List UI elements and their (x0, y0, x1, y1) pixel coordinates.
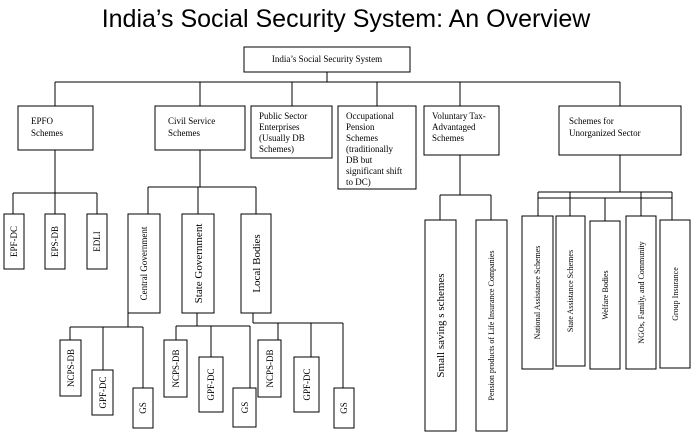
unorganized-label-line-2: Unorganized Sector (569, 128, 641, 138)
civil-item-central-government: Central Government (127, 213, 161, 314)
connector-lines (12, 72, 673, 388)
occupational-label-line-3: Schemes (346, 133, 378, 143)
epfo-label-line-1: EPFO (31, 116, 54, 126)
group-insurance-label: Group Insurance (671, 267, 680, 321)
national-assistance-label: National Assistance Schemes (533, 246, 542, 340)
category-occupational: Occupational Pension Schemes (traditiona… (337, 105, 417, 190)
state-item-gs: GS (232, 387, 257, 428)
occupational-label-line-6: significant shift (346, 166, 403, 176)
local-item-ncps-db: NCPS-DB (257, 339, 282, 398)
civil-label-line-1: Civil Service (168, 116, 215, 126)
category-unorganized: Schemes for Unorganized Sector (558, 105, 682, 156)
voluntary-label-line-3: Schemes (432, 133, 464, 143)
category-voluntary: Voluntary Tax- Advantaged Schemes (423, 105, 500, 156)
eps-db-label: EPS-DB (50, 226, 60, 257)
occupational-label-line-4: (traditionally (346, 144, 393, 154)
voluntary-label-line-2: Advantaged (432, 122, 476, 132)
local-ncps-db-label: NCPS-DB (265, 349, 275, 387)
voluntary-label-line-1: Voluntary Tax- (432, 111, 486, 121)
state-assistance-label: State Assistance Schemes (566, 250, 575, 332)
epfo-item-epf-dc: EPF-DC (3, 213, 25, 270)
epfo-item-eps-db: EPS-DB (44, 213, 66, 270)
unorganized-label-line-1: Schemes for (569, 116, 614, 126)
small-savings-label: Small saving s schemes (435, 273, 447, 377)
central-item-ncps-db: NCPS-DB (59, 339, 82, 397)
occupational-label-line-1: Occupational (346, 111, 394, 121)
voluntary-item-pension-products: Pension products of Life Insurance Compa… (475, 219, 508, 432)
root-label: India’s Social Security System (272, 54, 382, 64)
occupational-label-line-5: DB but (346, 155, 373, 165)
unorganized-item-group-insurance: Group Insurance (659, 219, 691, 369)
ngos-family-label: NGOs, Family, and Community (637, 241, 646, 343)
category-public-sector: Public Sector Enterprises (Usually DB Sc… (250, 105, 333, 159)
unorganized-item-national-assistance: National Assistance Schemes (521, 215, 554, 370)
local-item-gpf-dc: GPF-DC (293, 356, 320, 413)
central-ncps-db-label: NCPS-DB (66, 349, 76, 387)
diagram-title: India’s Social Security System: An Overv… (101, 5, 591, 33)
edli-label: EDLI (92, 231, 102, 252)
welfare-bodies-label: Welfare Bodies (601, 270, 610, 319)
central-item-gpf-dc: GPF-DC (91, 369, 114, 416)
public-label-line-1: Public Sector (259, 111, 307, 121)
central-government-label: Central Government (139, 226, 149, 300)
state-item-ncps-db: NCPS-DB (163, 339, 188, 398)
unorganized-item-welfare-bodies: Welfare Bodies (589, 220, 621, 370)
central-gpf-dc-label: GPF-DC (98, 376, 108, 408)
civil-item-state-government: State Government (181, 213, 215, 314)
category-epfo: EPFO Schemes (17, 105, 94, 151)
central-gs-label: GS (138, 402, 148, 414)
occupational-label-line-7: to DC) (346, 177, 371, 187)
state-ncps-db-label: NCPS-DB (171, 349, 181, 387)
pension-products-label: Pension products of Life Insurance Compa… (487, 251, 496, 401)
state-item-gpf-dc: GPF-DC (198, 356, 224, 413)
root-node: India’s Social Security System (243, 46, 411, 73)
epf-dc-label: EPF-DC (9, 226, 19, 257)
public-label-line-4: Schemes) (259, 144, 294, 154)
unorganized-item-ngos-family: NGOs, Family, and Community (625, 215, 657, 370)
unorganized-item-state-assistance: State Assistance Schemes (555, 215, 586, 367)
state-gs-label: GS (240, 402, 250, 414)
local-bodies-label: Local Bodies (251, 234, 263, 292)
category-civil-service: Civil Service Schemes (154, 105, 246, 151)
local-gpf-dc-label: GPF-DC (302, 368, 312, 400)
civil-label-line-2: Schemes (168, 128, 200, 138)
local-item-gs: GS (333, 387, 355, 429)
public-label-line-3: (Usually DB (259, 133, 305, 143)
epfo-label-line-2: Schemes (31, 128, 63, 138)
local-gs-label: GS (339, 402, 349, 414)
epfo-item-edli: EDLI (86, 213, 108, 270)
central-item-gs: GS (132, 387, 154, 429)
public-label-line-2: Enterprises (259, 122, 300, 132)
voluntary-item-small-savings: Small saving s schemes (424, 219, 457, 432)
civil-item-local-bodies: Local Bodies (240, 213, 272, 314)
state-government-label: State Government (193, 224, 205, 304)
state-gpf-dc-label: GPF-DC (206, 368, 216, 400)
occupational-label-line-2: Pension (346, 122, 375, 132)
